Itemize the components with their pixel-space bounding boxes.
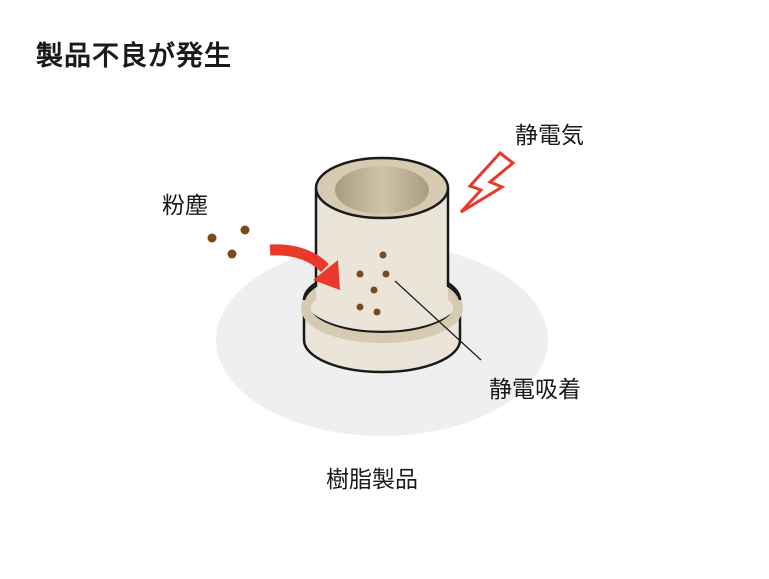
label-electrostatic-adsorption: 静電吸着 — [489, 377, 581, 403]
label-static-electricity: 静電気 — [515, 123, 584, 149]
adsorbed-particles — [356, 251, 390, 316]
dust-particles — [207, 225, 250, 259]
label-resin-product: 樹脂製品 — [326, 467, 418, 493]
page-title: 製品不良が発生 — [36, 41, 232, 72]
label-dust: 粉塵 — [162, 193, 208, 219]
dust-arrow-icon — [269, 244, 340, 290]
resin-product-illustration — [301, 156, 463, 374]
lightning-icon — [459, 150, 516, 214]
leader-line — [394, 280, 482, 361]
